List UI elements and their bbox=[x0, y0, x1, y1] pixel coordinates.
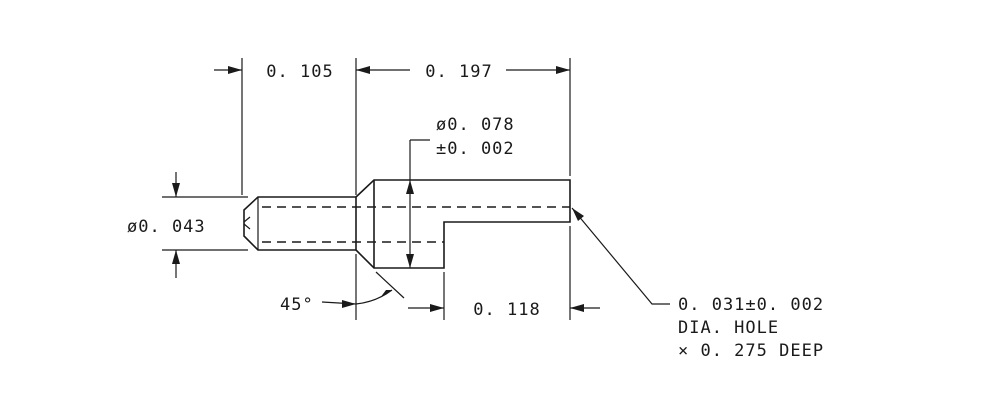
body-diameter-label: ø0. 078 bbox=[436, 115, 515, 135]
shank-outline bbox=[243, 196, 356, 251]
part-outline bbox=[243, 179, 571, 269]
chamfer-angle-label: 45° bbox=[280, 295, 314, 315]
extension-lines bbox=[162, 58, 571, 320]
rear-length-label: 0. 118 bbox=[473, 300, 540, 320]
shank-diameter-label: ø0. 043 bbox=[127, 217, 206, 237]
chamfer-angle-dimension bbox=[321, 271, 405, 308]
body-outline bbox=[355, 179, 571, 269]
hole-leader bbox=[571, 207, 670, 305]
tip-chamfer-detail bbox=[243, 197, 259, 250]
top-dimension-lines bbox=[214, 66, 570, 74]
body-diameter-dimension bbox=[406, 139, 430, 268]
rear-length-dimension bbox=[408, 304, 600, 312]
hole-callout-line3: × 0. 275 DEEP bbox=[678, 341, 824, 361]
hole-callout-line1: 0. 031±0. 002 bbox=[678, 295, 824, 315]
body-length-label: 0. 197 bbox=[425, 62, 492, 82]
body-diameter-tolerance: ±0. 002 bbox=[436, 139, 515, 159]
hole-callout-line2: DIA. HOLE bbox=[678, 318, 779, 338]
hidden-hole-lines bbox=[262, 206, 570, 243]
shank-length-label: 0. 105 bbox=[266, 62, 333, 82]
shank-diameter-dimension bbox=[172, 172, 180, 278]
